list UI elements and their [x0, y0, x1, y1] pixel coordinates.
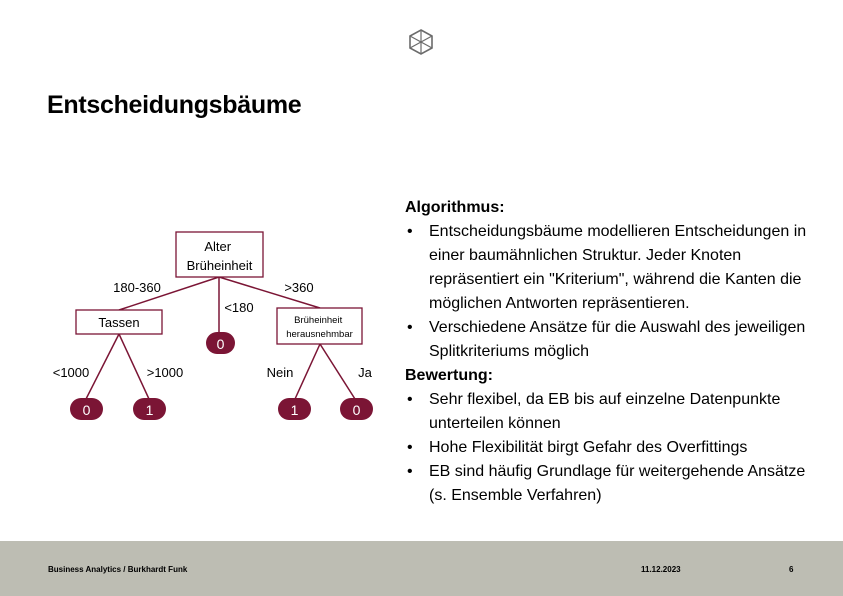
edge-label: >1000 — [147, 365, 184, 380]
edge-label: Nein — [267, 365, 294, 380]
list-item: Verschiedene Ansätze für die Auswahl des… — [405, 316, 825, 364]
edge-label: >360 — [284, 280, 313, 295]
leaf-node — [340, 398, 373, 420]
leaf-node-label: 1 — [146, 402, 154, 418]
content-panel: Algorithmus: Entscheidungsbäume modellie… — [405, 196, 825, 508]
root-node-label: Alter Brüheinheit — [187, 239, 253, 273]
leaf-node — [133, 398, 166, 420]
brueheinheit-node — [276, 307, 363, 345]
list-item: Sehr flexibel, da EB bis auf einzelne Da… — [405, 388, 825, 436]
page-title: Entscheidungsbäume — [47, 91, 302, 119]
edge-label: 180-360 — [113, 280, 161, 295]
algorithm-list: Entscheidungsbäume modellieren Entscheid… — [405, 220, 825, 364]
footer-course: Business Analytics / Burkhardt Funk — [48, 565, 188, 574]
tree-edge — [118, 333, 150, 400]
evaluation-list: Sehr flexibel, da EB bis auf einzelne Da… — [405, 388, 825, 508]
tree-edge — [319, 343, 356, 400]
leaf-node — [70, 398, 103, 420]
list-item: EB sind häufig Grundlage für weitergehen… — [405, 460, 825, 508]
edge-label: <1000 — [53, 365, 90, 380]
root-node — [175, 231, 264, 278]
leaf-node-label: 1 — [291, 402, 299, 418]
leaf-node-label: 0 — [83, 402, 91, 418]
tree-edge — [118, 276, 220, 311]
leaf-node — [206, 332, 235, 354]
list-item: Entscheidungsbäume modellieren Entscheid… — [405, 220, 825, 316]
hexagon-cube-icon — [409, 29, 433, 55]
tree-edge — [294, 343, 321, 400]
leaf-node — [278, 398, 311, 420]
leaf-node-label: 0 — [353, 402, 361, 418]
edge-label: Ja — [358, 365, 373, 380]
tassen-node — [75, 309, 163, 335]
evaluation-heading: Bewertung: — [405, 367, 493, 384]
leaf-node-label: 0 — [217, 336, 225, 352]
edge-label: <180 — [224, 300, 253, 315]
brueheinheit-node-label: Brüheinheit herausnehmbar — [286, 315, 353, 340]
list-item: Hohe Flexibilität birgt Gefahr des Overf… — [405, 436, 825, 460]
algorithm-heading: Algorithmus: — [405, 199, 505, 216]
tree-edge — [218, 276, 321, 309]
footer-date: 11.12.2023 — [641, 565, 681, 574]
footer-page-number: 6 — [789, 565, 794, 574]
tassen-node-label: Tassen — [98, 315, 139, 330]
footer-bar: Business Analytics / Burkhardt Funk 11.1… — [0, 541, 843, 596]
tree-edge — [85, 333, 120, 400]
